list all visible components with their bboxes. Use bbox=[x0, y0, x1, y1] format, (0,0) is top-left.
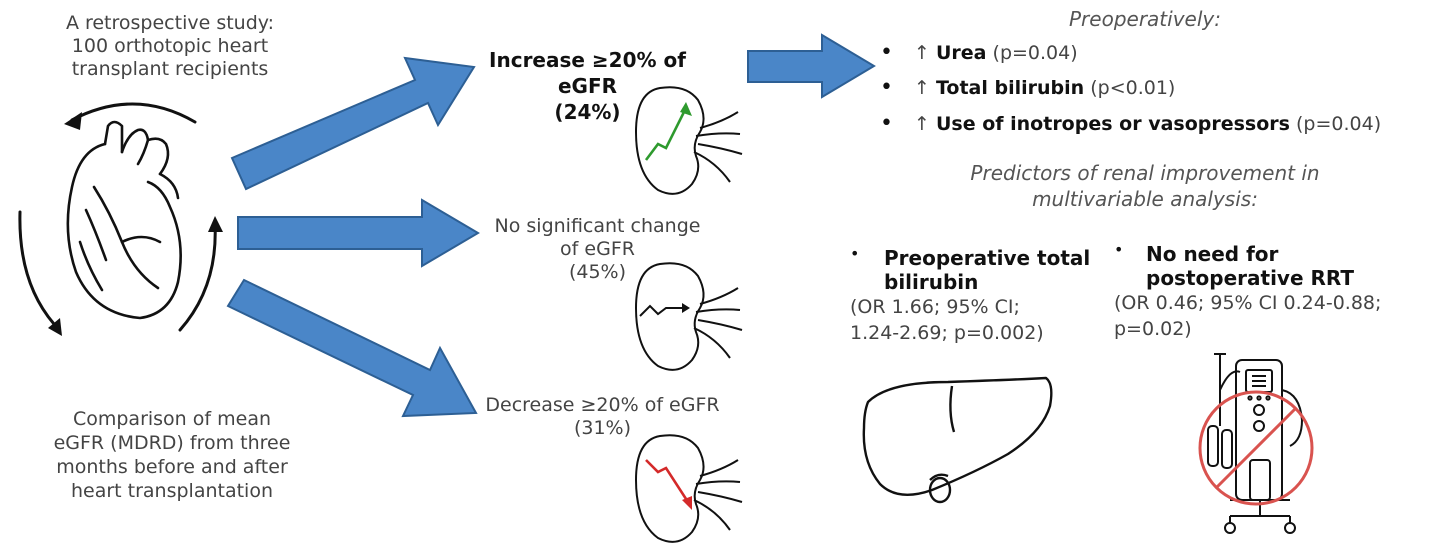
comparison-line: eGFR (MDRD) from three bbox=[53, 432, 291, 454]
dialysis-prohibited bbox=[1198, 353, 1314, 534]
arrow-to-increase bbox=[230, 56, 476, 191]
increase-trend-head bbox=[680, 102, 692, 116]
kidney-decrease bbox=[634, 434, 743, 543]
liver-icon bbox=[862, 376, 1053, 504]
increase-trend-line bbox=[644, 107, 688, 161]
heart-icon bbox=[66, 120, 182, 320]
kidney-icon bbox=[634, 86, 743, 195]
bilirubin-label-line: bilirubin bbox=[884, 270, 979, 294]
study-description: A retrospective study: 100 orthotopic he… bbox=[20, 12, 320, 81]
bilirubin-predictor: Preoperative total bilirubin (OR 1.66; 9… bbox=[850, 246, 1100, 346]
preop-item: ↑ Use of inotropes or vasopressors (p=0.… bbox=[914, 113, 1382, 135]
study-line: 100 orthotopic heart bbox=[71, 35, 269, 57]
up-arrow-icon: ↑ bbox=[914, 77, 930, 99]
rrt-stat-line: (OR 0.46; 95% CI 0.24-0.88; bbox=[1114, 292, 1382, 314]
bilirubin-label-line: Preoperative total bbox=[884, 246, 1091, 270]
comparison-line: months before and after bbox=[56, 456, 288, 478]
bullet: • bbox=[1114, 240, 1124, 259]
arrow-to-preop bbox=[747, 33, 876, 99]
predictors-heading: Predictors of renal improvement in multi… bbox=[930, 160, 1360, 212]
decrease-line: (31%) bbox=[573, 417, 632, 439]
preop-item: ↑ Urea (p=0.04) bbox=[914, 42, 1078, 64]
decrease-trend-head bbox=[682, 496, 692, 510]
decrease-label: Decrease ≥20% of eGFR (31%) bbox=[470, 394, 735, 440]
kidney-icon bbox=[634, 434, 743, 543]
decrease-trend-line bbox=[645, 459, 690, 503]
prohibited-icon bbox=[1198, 390, 1314, 506]
nochange-trend-line bbox=[639, 304, 686, 317]
up-arrow-icon: ↑ bbox=[914, 42, 930, 64]
preop-item: ↑ Total bilirubin (p<0.01) bbox=[914, 77, 1176, 99]
bullet: • bbox=[880, 40, 893, 65]
bullet: • bbox=[880, 75, 893, 100]
nochange-line: of eGFR bbox=[560, 238, 635, 260]
predictors-heading-line: multivariable analysis: bbox=[1032, 187, 1258, 211]
nochange-line: (45%) bbox=[568, 261, 627, 283]
rrt-predictor: No need for postoperative RRT (OR 0.46; … bbox=[1114, 242, 1424, 342]
nochange-trend-head bbox=[682, 303, 690, 313]
kidney-icon bbox=[634, 262, 743, 371]
study-line: transplant recipients bbox=[71, 58, 269, 80]
heart-cycle-icon bbox=[18, 102, 223, 336]
up-arrow-icon: ↑ bbox=[914, 113, 930, 135]
kidney-nochange bbox=[634, 262, 743, 371]
increase-line: eGFR bbox=[557, 74, 618, 98]
kidney-increase bbox=[634, 86, 743, 195]
bullet: • bbox=[850, 244, 860, 263]
decrease-line: Decrease ≥20% of eGFR bbox=[485, 394, 720, 416]
study-line: A retrospective study: bbox=[65, 12, 275, 34]
comparison-line: heart transplantation bbox=[70, 480, 274, 502]
increase-line: Increase ≥20% of bbox=[489, 48, 686, 72]
bullet: • bbox=[880, 111, 893, 136]
increase-line: (24%) bbox=[554, 100, 621, 124]
rrt-stat-line: p=0.02) bbox=[1114, 318, 1192, 340]
comparison-line: Comparison of mean bbox=[72, 408, 272, 430]
rrt-label-line: No need for bbox=[1146, 242, 1279, 266]
nochange-line: No significant change bbox=[494, 215, 701, 237]
bilirubin-stat-line: 1.24-2.69; p=0.002) bbox=[850, 322, 1044, 344]
increase-label: Increase ≥20% of eGFR (24%) bbox=[480, 47, 695, 125]
arrow-to-nochange bbox=[237, 198, 480, 268]
comparison-description: Comparison of mean eGFR (MDRD) from thre… bbox=[22, 407, 322, 503]
preop-heading: Preoperatively: bbox=[1069, 7, 1221, 31]
dialysis-machine-icon bbox=[1207, 353, 1304, 534]
bilirubin-stat-line: (OR 1.66; 95% CI; bbox=[850, 296, 1020, 318]
predictors-heading-line: Predictors of renal improvement in bbox=[970, 161, 1320, 185]
nochange-label: No significant change of eGFR (45%) bbox=[480, 215, 715, 284]
arrow-to-decrease bbox=[226, 278, 478, 418]
rrt-label-line: postoperative RRT bbox=[1146, 266, 1355, 290]
